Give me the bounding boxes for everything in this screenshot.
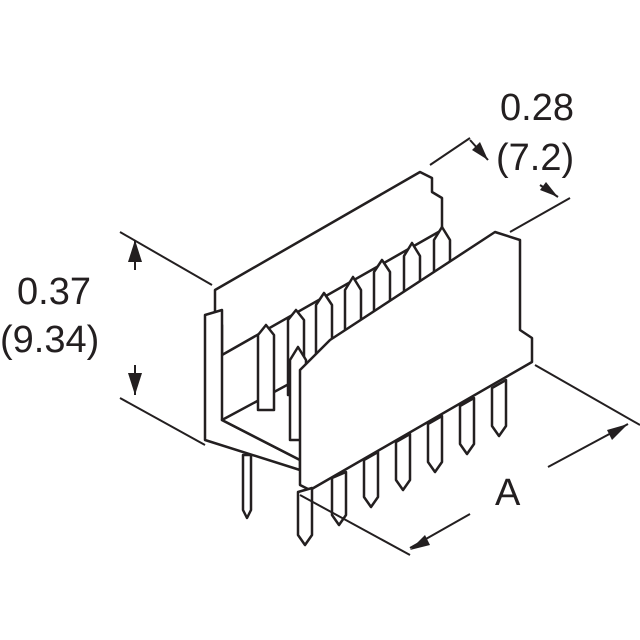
depth-mm-label: (7.2) xyxy=(496,137,574,179)
height-mm-label: (9.34) xyxy=(0,319,99,361)
length-a-label: A xyxy=(495,472,521,514)
depth-inch-label: 0.28 xyxy=(500,87,574,129)
height-inch-label: 0.37 xyxy=(17,271,91,313)
front-wall xyxy=(298,230,534,492)
dimension-arrows xyxy=(128,142,628,550)
bottom-pins xyxy=(241,378,508,547)
